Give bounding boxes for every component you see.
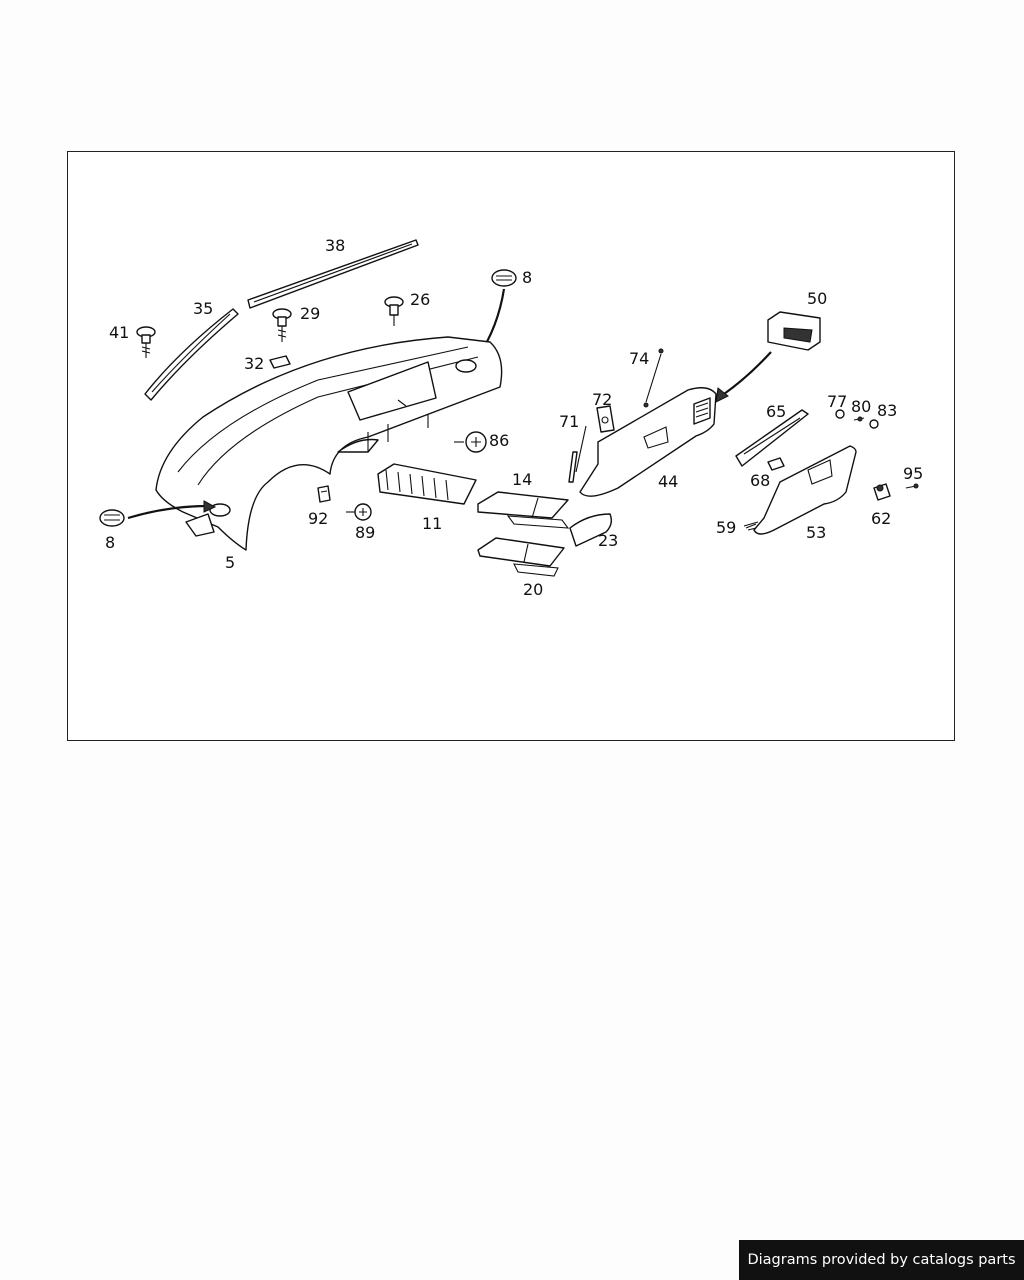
part-86-fastener[interactable] bbox=[454, 431, 487, 453]
part-92-clip[interactable] bbox=[317, 485, 331, 503]
callout-20: 20 bbox=[523, 580, 543, 599]
part-77-screw[interactable] bbox=[835, 409, 845, 419]
callout-68: 68 bbox=[750, 471, 770, 490]
callout-44: 44 bbox=[658, 472, 678, 491]
part-65-strip[interactable] bbox=[735, 409, 809, 467]
callout-92: 92 bbox=[308, 509, 328, 528]
callout-86: 86 bbox=[489, 431, 509, 450]
callout-77: 77 bbox=[827, 392, 847, 411]
part-62-lock[interactable] bbox=[873, 483, 891, 501]
part-20-tray[interactable] bbox=[477, 537, 565, 577]
callout-71: 71 bbox=[559, 412, 579, 431]
callout-53: 53 bbox=[806, 523, 826, 542]
callout-80: 80 bbox=[851, 397, 871, 416]
callout-26: 26 bbox=[410, 290, 430, 309]
callout-41: 41 bbox=[109, 323, 129, 342]
diagram-credit-banner[interactable]: Diagrams provided by catalogs parts bbox=[739, 1240, 1024, 1280]
callout-72: 72 bbox=[592, 390, 612, 409]
part-50-air-outlet[interactable] bbox=[715, 311, 821, 403]
callout-95: 95 bbox=[903, 464, 923, 483]
part-72-bracket[interactable] bbox=[596, 405, 615, 433]
callout-62: 62 bbox=[871, 509, 891, 528]
callout-5: 5 bbox=[225, 553, 235, 572]
callout-74: 74 bbox=[629, 349, 649, 368]
callout-59: 59 bbox=[716, 518, 736, 537]
part-53-glove-box-lid[interactable] bbox=[753, 445, 857, 535]
callout-50: 50 bbox=[807, 289, 827, 308]
callout-14: 14 bbox=[512, 470, 532, 489]
parts-diagram-frame: 38 35 41 29 26 8 32 86 92 89 11 14 20 23… bbox=[67, 151, 955, 741]
part-74-cable[interactable] bbox=[643, 348, 664, 408]
part-8-vent-left[interactable] bbox=[99, 500, 217, 527]
part-71-strut[interactable] bbox=[568, 425, 587, 483]
part-68-clip[interactable] bbox=[767, 457, 785, 471]
callout-23: 23 bbox=[598, 531, 618, 550]
part-26-screw[interactable] bbox=[384, 296, 404, 326]
callout-83: 83 bbox=[877, 401, 897, 420]
part-83-nut[interactable] bbox=[869, 419, 879, 429]
part-23-cover[interactable] bbox=[569, 513, 613, 547]
callout-89: 89 bbox=[355, 523, 375, 542]
part-44-glove-box-housing[interactable] bbox=[579, 387, 717, 497]
part-89-fastener[interactable] bbox=[346, 503, 372, 521]
part-35-side-trim[interactable] bbox=[144, 308, 239, 401]
part-95-pin[interactable] bbox=[905, 483, 919, 489]
callout-8-left: 8 bbox=[105, 533, 115, 552]
exploded-parts-diagram: 38 35 41 29 26 8 32 86 92 89 11 14 20 23… bbox=[99, 236, 923, 599]
part-41-screw[interactable] bbox=[136, 326, 156, 358]
callout-65: 65 bbox=[766, 402, 786, 421]
part-11-vent-module[interactable] bbox=[377, 463, 477, 505]
part-5-dashboard[interactable] bbox=[155, 336, 503, 551]
callout-32: 32 bbox=[244, 354, 264, 373]
part-14-tray[interactable] bbox=[477, 491, 570, 529]
part-32-clip[interactable] bbox=[269, 355, 291, 369]
callout-8-top: 8 bbox=[522, 268, 532, 287]
part-59-spring[interactable] bbox=[743, 521, 759, 531]
callout-38: 38 bbox=[325, 236, 345, 255]
callout-11: 11 bbox=[422, 514, 442, 533]
part-80-screw[interactable] bbox=[853, 416, 865, 422]
part-29-screw[interactable] bbox=[272, 308, 292, 342]
part-38-trim-strip[interactable] bbox=[247, 239, 419, 309]
callout-29: 29 bbox=[300, 304, 320, 323]
callout-35: 35 bbox=[193, 299, 213, 318]
